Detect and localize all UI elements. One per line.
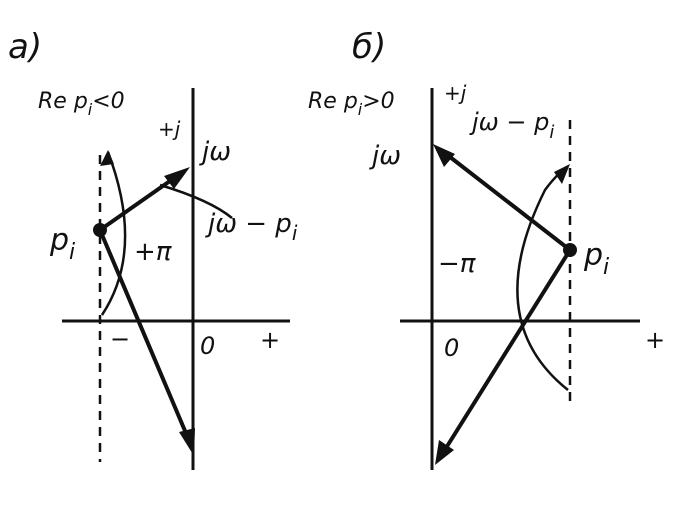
panel-b-plus-j: +j — [444, 81, 467, 105]
panel-b-vector-jw-minus-pi — [448, 155, 572, 252]
panel-a-angle-label: +π — [134, 237, 172, 267]
panel-b-jw-label: jω — [369, 141, 401, 171]
panel-b-angle-label: −π — [438, 249, 476, 279]
panel-b-label: б) — [352, 27, 386, 67]
panel-a-pole-point — [93, 223, 107, 237]
panel-a-vector-label: jω − pi — [205, 209, 298, 245]
panel-a-label: а) — [8, 27, 42, 67]
panel-a-condition: Re pi<0 — [38, 89, 125, 119]
panel-a: а) Re pi<0 +j jω jω − pi pi +π − 0 + — [8, 27, 298, 470]
panel-b-arc-arrowhead — [554, 164, 570, 184]
panel-a-vector-jw-minus-pi — [98, 179, 172, 232]
panel-a-origin-label: 0 — [200, 332, 215, 360]
panel-a-angle-arc — [100, 151, 127, 316]
panel-a-minus-sign: − — [110, 325, 130, 353]
panel-b-vector-arrowhead — [433, 144, 455, 167]
panel-b-vector-down-arrowhead — [435, 440, 454, 465]
panel-a-vector-arrowhead — [164, 167, 190, 189]
panel-a-jw-label: jω — [199, 137, 231, 167]
panel-b-vector-label: jω − pi — [469, 108, 554, 143]
panel-b-condition: Re pi>0 — [308, 89, 395, 119]
panel-b-angle-arc — [516, 166, 569, 391]
panel-b-plus-sign: + — [645, 326, 665, 354]
panel-b-pole-point — [563, 243, 577, 257]
panel-a-pole-label: pi — [49, 223, 75, 265]
panel-a-arc-arrowhead — [100, 150, 114, 166]
panel-a-vector-down — [98, 229, 190, 439]
panel-b-pole-label: pi — [583, 238, 609, 280]
panel-a-plus-j: +j — [158, 117, 181, 141]
panel-a-vector-down-arrowhead — [179, 428, 195, 456]
panel-b: б) Re pi>0 +j jω jω − pi pi −π 0 + — [308, 27, 665, 470]
panel-a-plus-sign: + — [260, 326, 280, 354]
panel-a-leader-line — [159, 183, 233, 219]
panel-b-vector-down — [444, 248, 572, 450]
panel-b-origin-label: 0 — [444, 334, 459, 362]
